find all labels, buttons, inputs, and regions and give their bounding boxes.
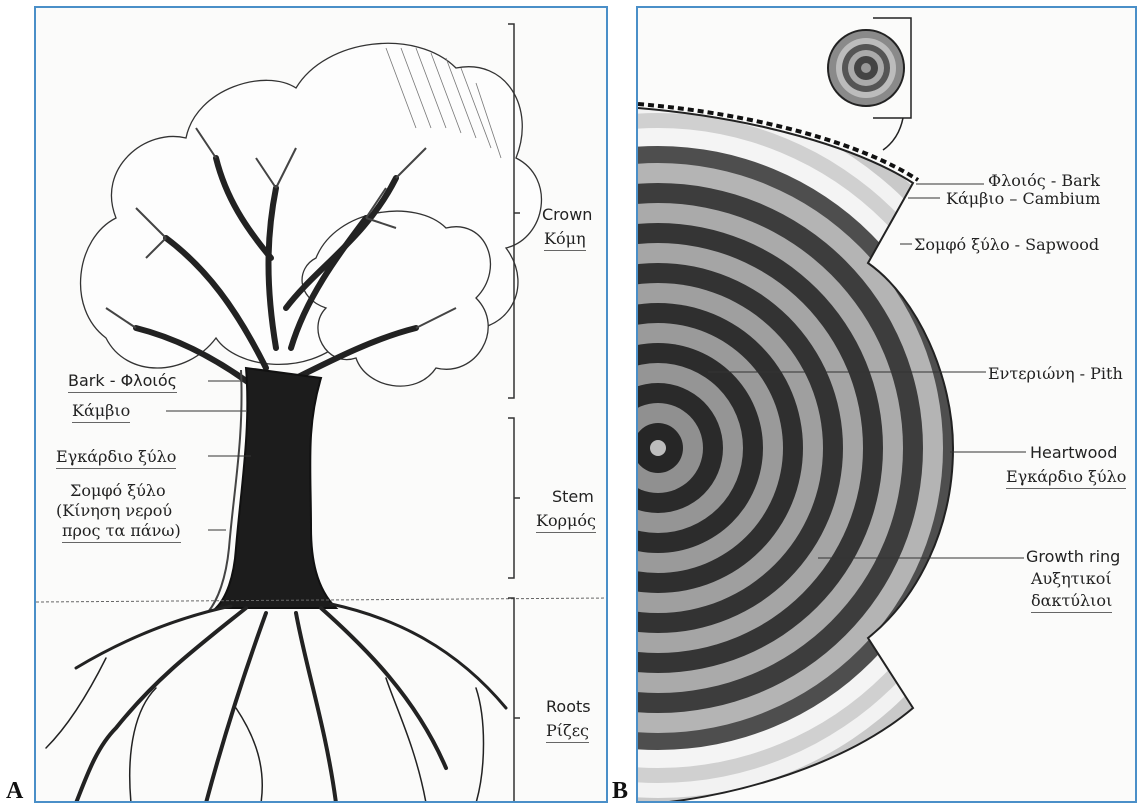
stem-label: Stem (552, 488, 594, 506)
trunk (216, 368, 336, 608)
roots-label: Roots (546, 698, 591, 716)
tree-leader-lines (166, 381, 251, 530)
sapwood-label-line1: Σομφό ξύλο (70, 482, 166, 500)
stem-greek-label: Κορμός (536, 512, 596, 533)
heartwood-greek-section-label: Εγκάρδιο ξύλο (1006, 468, 1126, 489)
crown-label: Crown (542, 206, 592, 224)
log-thumbnail (828, 18, 911, 150)
panel-b-letter: B (612, 778, 628, 805)
cross-section-panel: Φλοιός - Bark Κάμβιο – Cambium Σομφό ξύλ… (636, 6, 1137, 803)
sapwood-label-line2: (Κίνηση νερού (56, 502, 172, 520)
heartwood-section-label: Heartwood (1030, 444, 1117, 462)
bark-label: Bark - Φλοιός (68, 372, 177, 393)
roots-greek-label: Ρίζες (546, 722, 589, 743)
heartwood-label: Εγκάρδιο ξύλο (56, 448, 176, 469)
pith-section-label: Εντεριώνη - Pith (988, 365, 1123, 383)
cross-section-illustration (638, 8, 1137, 803)
growth-ring-greek-line2: δακτύλιοι (1031, 592, 1112, 613)
bark-section-label: Φλοιός - Bark (988, 172, 1100, 190)
panel-a-letter: A (6, 778, 23, 805)
tree-panel: Crown Κόμη Stem Κορμός Roots Ρίζες Bark … (34, 6, 608, 803)
crown-greek-label: Κόμη (544, 230, 586, 251)
cambium-section-label: Κάμβιο – Cambium (946, 190, 1100, 208)
cambium-label: Κάμβιο (72, 402, 130, 423)
sapwood-label-line3: προς τα πάνω) (62, 522, 181, 543)
growth-ring-section-label: Growth ring (1026, 548, 1120, 566)
roots (46, 604, 506, 803)
sapwood-section-label: Σομφό ξύλο - Sapwood (914, 236, 1099, 254)
growth-rings (638, 68, 1038, 803)
growth-ring-greek-line1: Αυξητικοί (1031, 570, 1112, 588)
